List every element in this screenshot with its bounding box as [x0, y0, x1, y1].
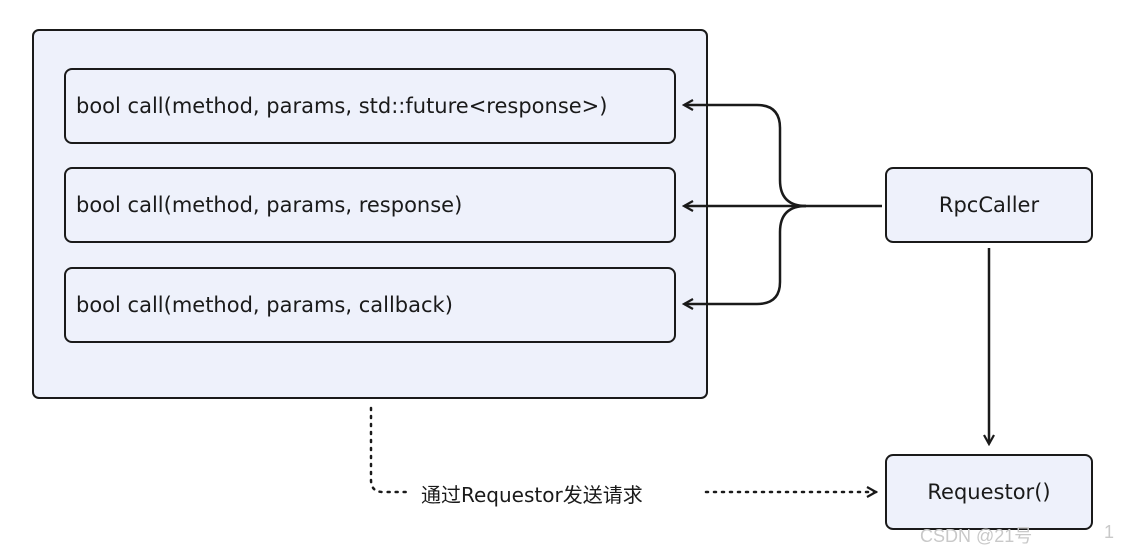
brace-lower-arm	[684, 204, 807, 304]
requestor-label: Requestor()	[927, 480, 1051, 504]
requestor-edge-label: 通过Requestor发送请求	[421, 479, 643, 508]
panel-to-requestor-dotted-path	[369, 406, 412, 494]
method-label-response: bool call(method, params, response)	[76, 193, 463, 217]
method-label-future: bool call(method, params, std::future<re…	[76, 94, 608, 118]
page-number: 1	[1104, 522, 1115, 542]
watermark: CSDN @21号	[920, 526, 1033, 546]
method-box-future: bool call(method, params, std::future<re…	[64, 68, 676, 144]
rpc-caller-node: RpcCaller	[885, 167, 1093, 243]
brace-upper-arm	[684, 105, 807, 208]
method-box-response: bool call(method, params, response)	[64, 167, 676, 243]
method-box-callback: bool call(method, params, callback)	[64, 267, 676, 343]
requestor-node: Requestor()	[885, 454, 1093, 530]
method-label-callback: bool call(method, params, callback)	[76, 293, 453, 317]
rpc-caller-label: RpcCaller	[938, 193, 1040, 217]
